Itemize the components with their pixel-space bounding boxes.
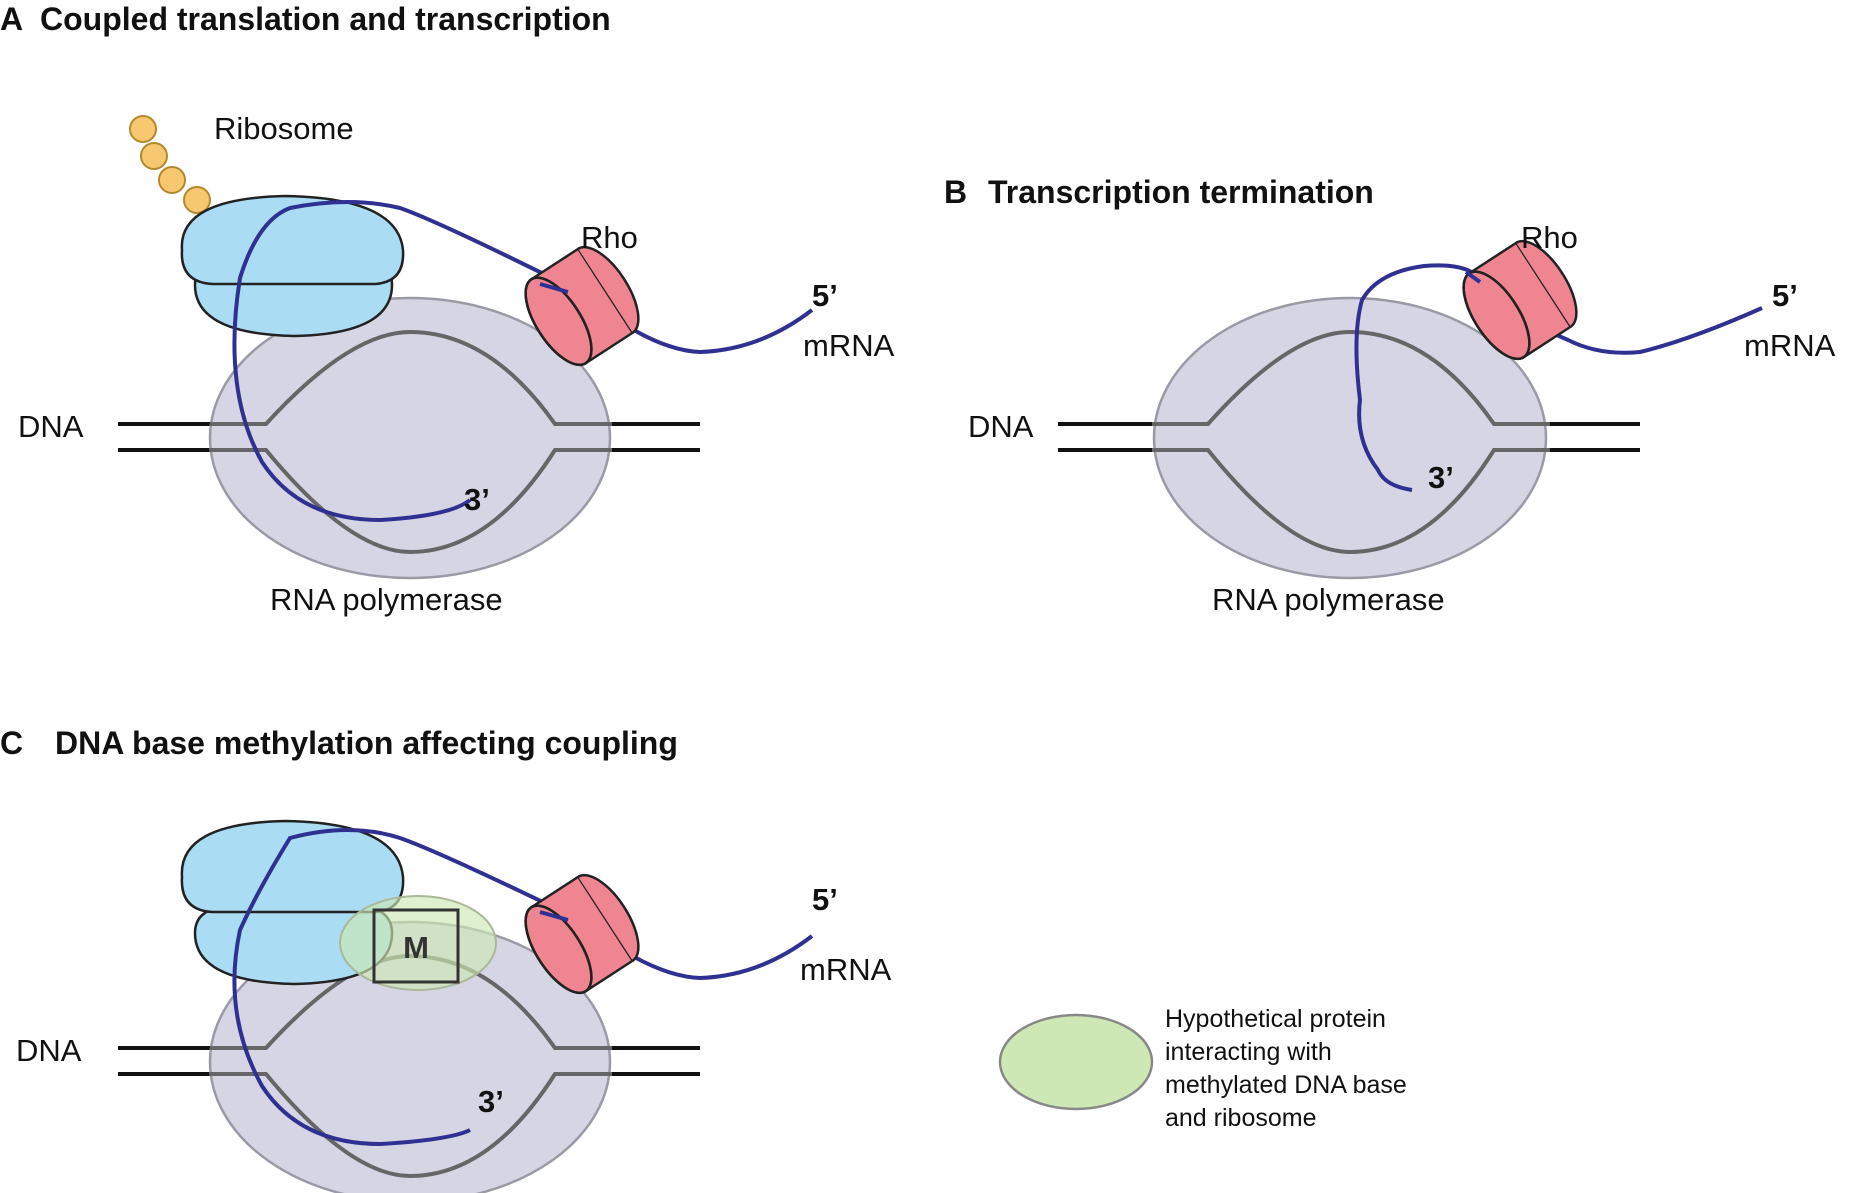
mrna-label-c: mRNA <box>800 952 892 987</box>
three-prime-label-b: 3’ <box>1428 460 1454 495</box>
polymerase-label-a: RNA polymerase <box>270 582 503 617</box>
panel-a: A Coupled translation and transcription <box>0 1 895 617</box>
panel-a-title: Coupled translation and transcription <box>40 1 611 37</box>
panel-c: C DNA base methylation affecting couplin… <box>0 725 892 1193</box>
legend: Hypothetical protein interacting with me… <box>998 1005 1407 1132</box>
mrna-label-a: mRNA <box>803 328 895 363</box>
ribosome <box>180 194 405 338</box>
rho-label-b: Rho <box>1521 220 1578 255</box>
methylation-box <box>372 908 460 984</box>
mrna-strand-c <box>232 828 814 1147</box>
legend-line-3: methylated DNA base <box>1165 1071 1407 1099</box>
five-prime-label-a: 5’ <box>812 278 838 313</box>
five-prime-label-c: 5’ <box>812 882 838 917</box>
five-prime-label-b: 5’ <box>1772 278 1798 313</box>
mrna-strand <box>232 200 814 523</box>
mrna-through-rho-b <box>1464 270 1482 284</box>
panel-c-title: DNA base methylation affecting coupling <box>55 725 678 761</box>
rho-factor-b <box>1462 239 1578 361</box>
panel-b-letter: B <box>944 174 967 210</box>
polymerase-label-b: RNA polymerase <box>1212 582 1445 617</box>
three-prime-label-a: 3’ <box>464 482 490 517</box>
three-prime-label-c: 3’ <box>478 1084 504 1119</box>
mrna-through-rho <box>539 282 569 294</box>
dna-label-c: DNA <box>16 1033 82 1068</box>
dna-label-b: DNA <box>968 409 1034 444</box>
legend-line-2: interacting with <box>1165 1038 1332 1066</box>
peptide-chain <box>129 115 211 214</box>
rho-factor-c <box>524 873 640 995</box>
ribosome-label: Ribosome <box>214 111 354 146</box>
legend-line-1: Hypothetical protein <box>1165 1005 1386 1033</box>
legend-swatch <box>998 1013 1154 1111</box>
dna-label-a: DNA <box>18 409 84 444</box>
methyl-mark: M <box>403 930 429 965</box>
rho-factor <box>524 245 640 367</box>
panel-b: B Transcription termination Rho 5’ mRNA … <box>944 174 1836 617</box>
mrna-strand-b <box>1354 263 1763 492</box>
transcription-bubble-b <box>1152 329 1550 555</box>
rho-label-a: Rho <box>581 220 638 255</box>
mrna-through-rho-c <box>539 910 569 922</box>
mrna-label-b: mRNA <box>1744 328 1836 363</box>
panel-b-title: Transcription termination <box>988 174 1374 210</box>
panel-c-letter: C <box>0 725 23 761</box>
panel-a-letter: A <box>0 1 23 37</box>
transcription-bubble <box>210 329 612 555</box>
legend-line-4: and ribosome <box>1165 1104 1316 1132</box>
